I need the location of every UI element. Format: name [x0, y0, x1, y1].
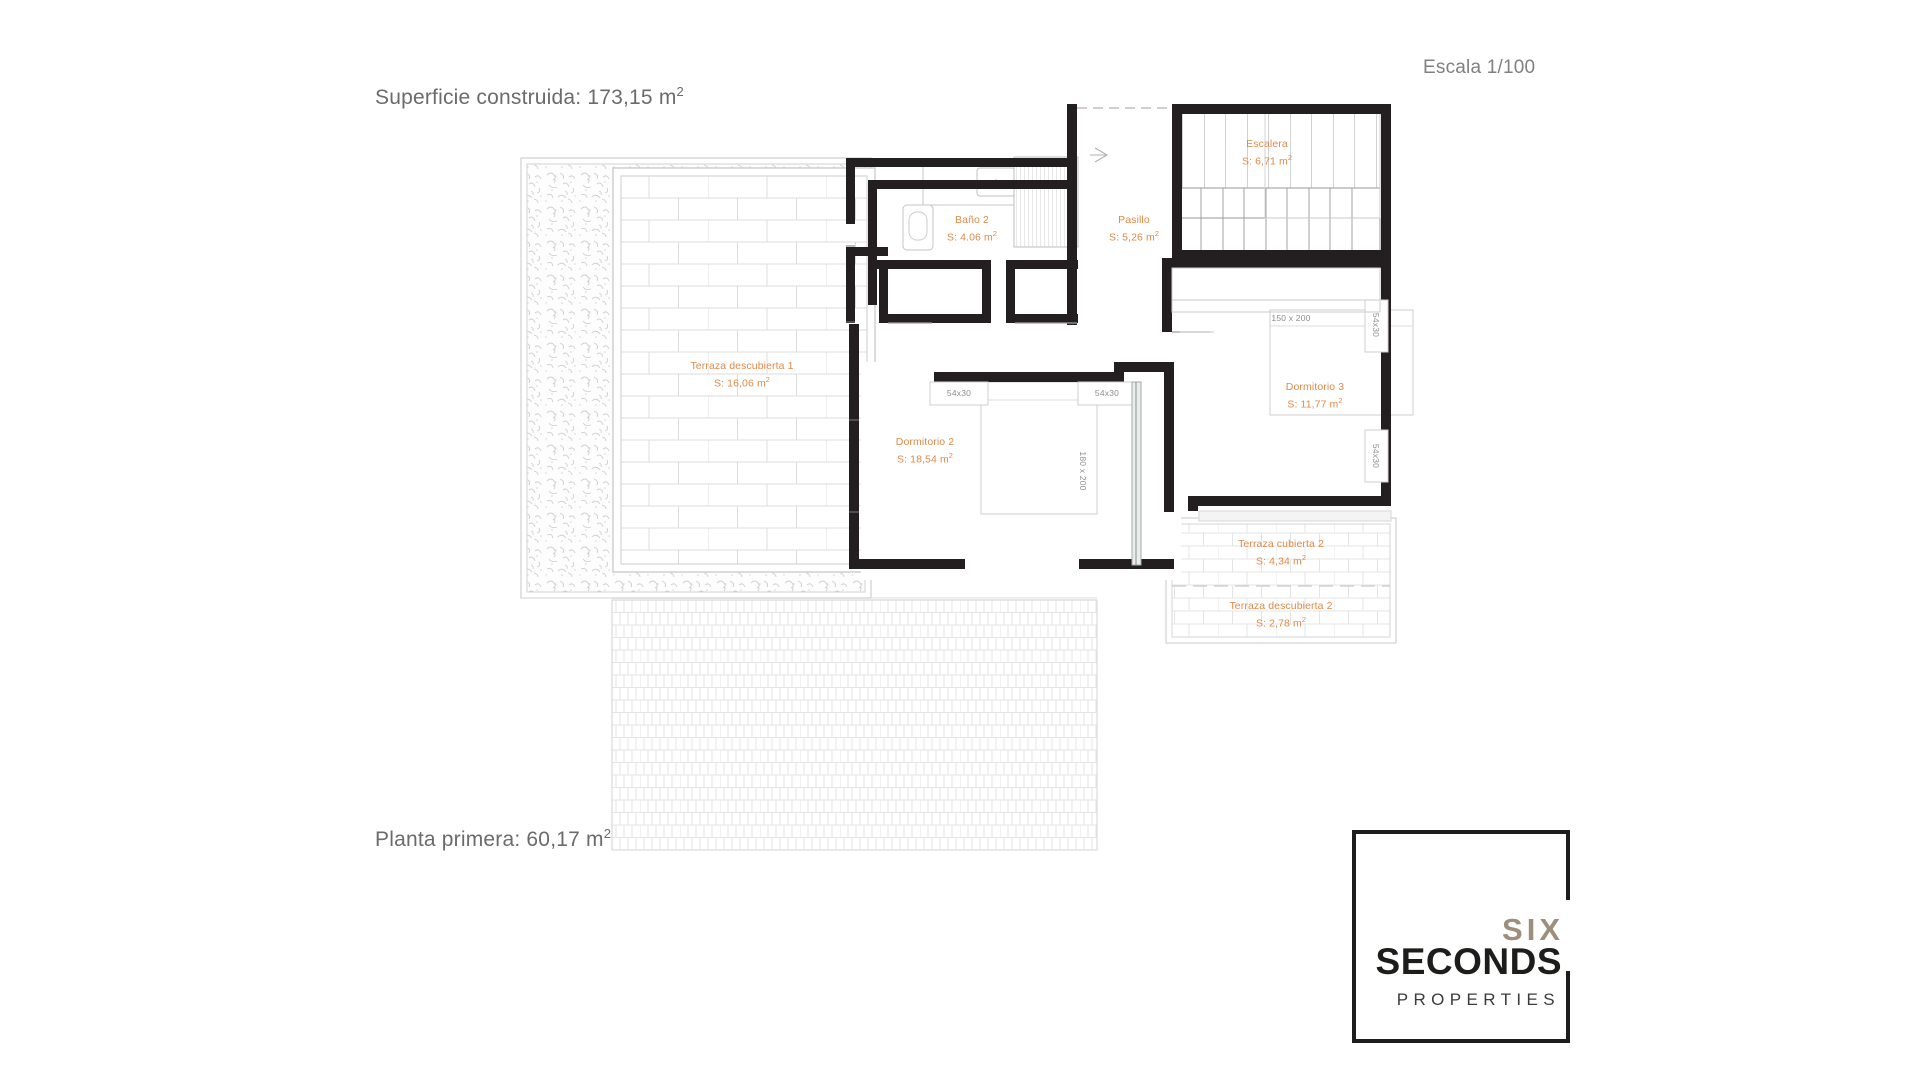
logo-frame-icon [1352, 830, 1570, 1043]
room-label-terraza-cubierta-2: Terraza cubierta 2 S: 4,34 m2 [1238, 538, 1324, 569]
room-label-pasillo: Pasillo S: 5,26 m2 [1109, 214, 1159, 245]
dim-tag-bed-dormitorio-2: 180 x 200 [1078, 451, 1088, 491]
room-area: S: 5,26 m2 [1108, 228, 1160, 244]
dim-tag-bed-dormitorio-3: 150 x 200 [1271, 313, 1311, 323]
floor-area-text: Planta primera: 60,17 m [375, 828, 604, 851]
logo-text-seconds: SECONDS [1375, 941, 1562, 982]
room-area: S: 2,78 m2 [1255, 614, 1307, 630]
room-area: S: 16,06 m2 [714, 374, 770, 390]
built-area-text: Superficie construida: 173,15 m [375, 86, 677, 109]
room-area: S: 4,34 m2 [1255, 552, 1307, 568]
brand-logo[interactable]: SIX SECONDS PROPERTIES [1352, 830, 1570, 1043]
logo-text-properties: PROPERTIES [1396, 990, 1560, 1009]
logo-frame-right-top-icon [1566, 830, 1570, 900]
room-name: Escalera [1246, 137, 1288, 150]
room-label-terraza-descubierta-2: Terraza descubierta 2 S: 2,78 m2 [1229, 600, 1332, 631]
built-area-note: Superficie construida: 173,15 m2 [375, 84, 684, 110]
room-name: Terraza cubierta 2 [1238, 537, 1324, 550]
room-label-terraza-descubierta-1: Terraza descubierta 1 S: 16,06 m2 [690, 360, 793, 391]
logo-frame-right-bottom-icon [1566, 971, 1570, 1043]
garden-paving-area [611, 599, 1098, 851]
site-outline [521, 597, 1098, 851]
room-label-escalera: Escalera S: 6,71 m2 [1242, 138, 1292, 169]
floor-area-note: Planta primera: 60,17 m2 [375, 826, 611, 852]
room-name: Terraza descubierta 1 [690, 359, 794, 372]
scale-note: Escala 1/100 [1423, 57, 1536, 78]
room-name: Dormitorio 3 [1285, 380, 1345, 393]
room-area: S: 6,71 m2 [1241, 152, 1293, 168]
room-name: Baño 2 [955, 213, 989, 226]
room-label-dormitorio-2: Dormitorio 2 S: 18,54 m2 [896, 436, 954, 467]
staircase [1090, 111, 1381, 258]
right-terraces-block [1165, 517, 1397, 644]
room-area: S: 18,54 m2 [897, 450, 953, 466]
dim-tag-window-d2-right: 54x30 [1094, 388, 1120, 398]
dim-tag-window-d3-top: 54x30 [1371, 312, 1381, 338]
secondary-thin-lines [1171, 267, 1392, 522]
room-name: Terraza descubierta 2 [1229, 599, 1333, 612]
dimension-boxes [929, 299, 1389, 483]
room-name: Dormitorio 2 [895, 435, 955, 448]
room-area: S: 4.06 m2 [946, 228, 998, 244]
terraza-descubierta-1-surface [612, 167, 876, 573]
room-label-dormitorio-3: Dormitorio 3 S: 11,77 m2 [1286, 381, 1344, 412]
sliding-door-rail [1131, 381, 1142, 566]
floor-area-superscript: 2 [603, 826, 612, 841]
logo-text-six: SIX [1502, 912, 1564, 947]
built-area-superscript: 2 [676, 84, 684, 99]
dim-tag-window-d3-bottom: 54x30 [1371, 443, 1381, 469]
room-name: Pasillo [1118, 213, 1150, 226]
room-label-bano-2: Baño 2 S: 4.06 m2 [947, 214, 997, 245]
dim-tag-window-d2-left: 54x30 [946, 388, 972, 398]
room-area: S: 11,77 m2 [1287, 395, 1343, 411]
